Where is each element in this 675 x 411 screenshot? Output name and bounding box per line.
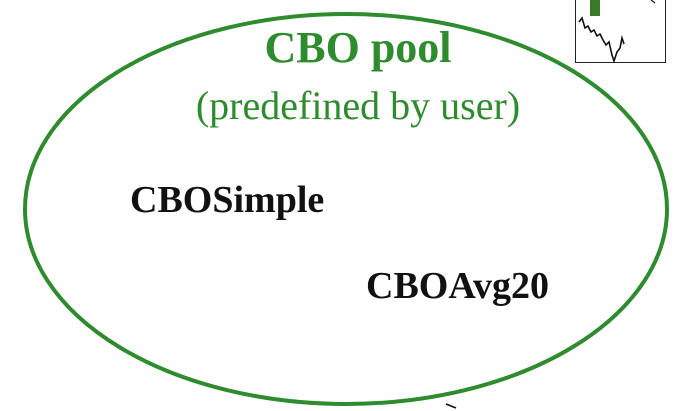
pool-subtitle: (predefined by user)	[195, 83, 521, 128]
thumbnail-bar	[590, 0, 600, 16]
pool-title: CBO pool	[264, 23, 452, 72]
cbo-simple-label: CBOSimple	[130, 179, 325, 221]
chart-thumbnail	[575, 0, 666, 64]
thumbnail-line	[578, 16, 625, 64]
cbo-avg20-label: CBOAvg20	[366, 265, 549, 307]
thumbnail-sparkline	[578, 0, 656, 64]
